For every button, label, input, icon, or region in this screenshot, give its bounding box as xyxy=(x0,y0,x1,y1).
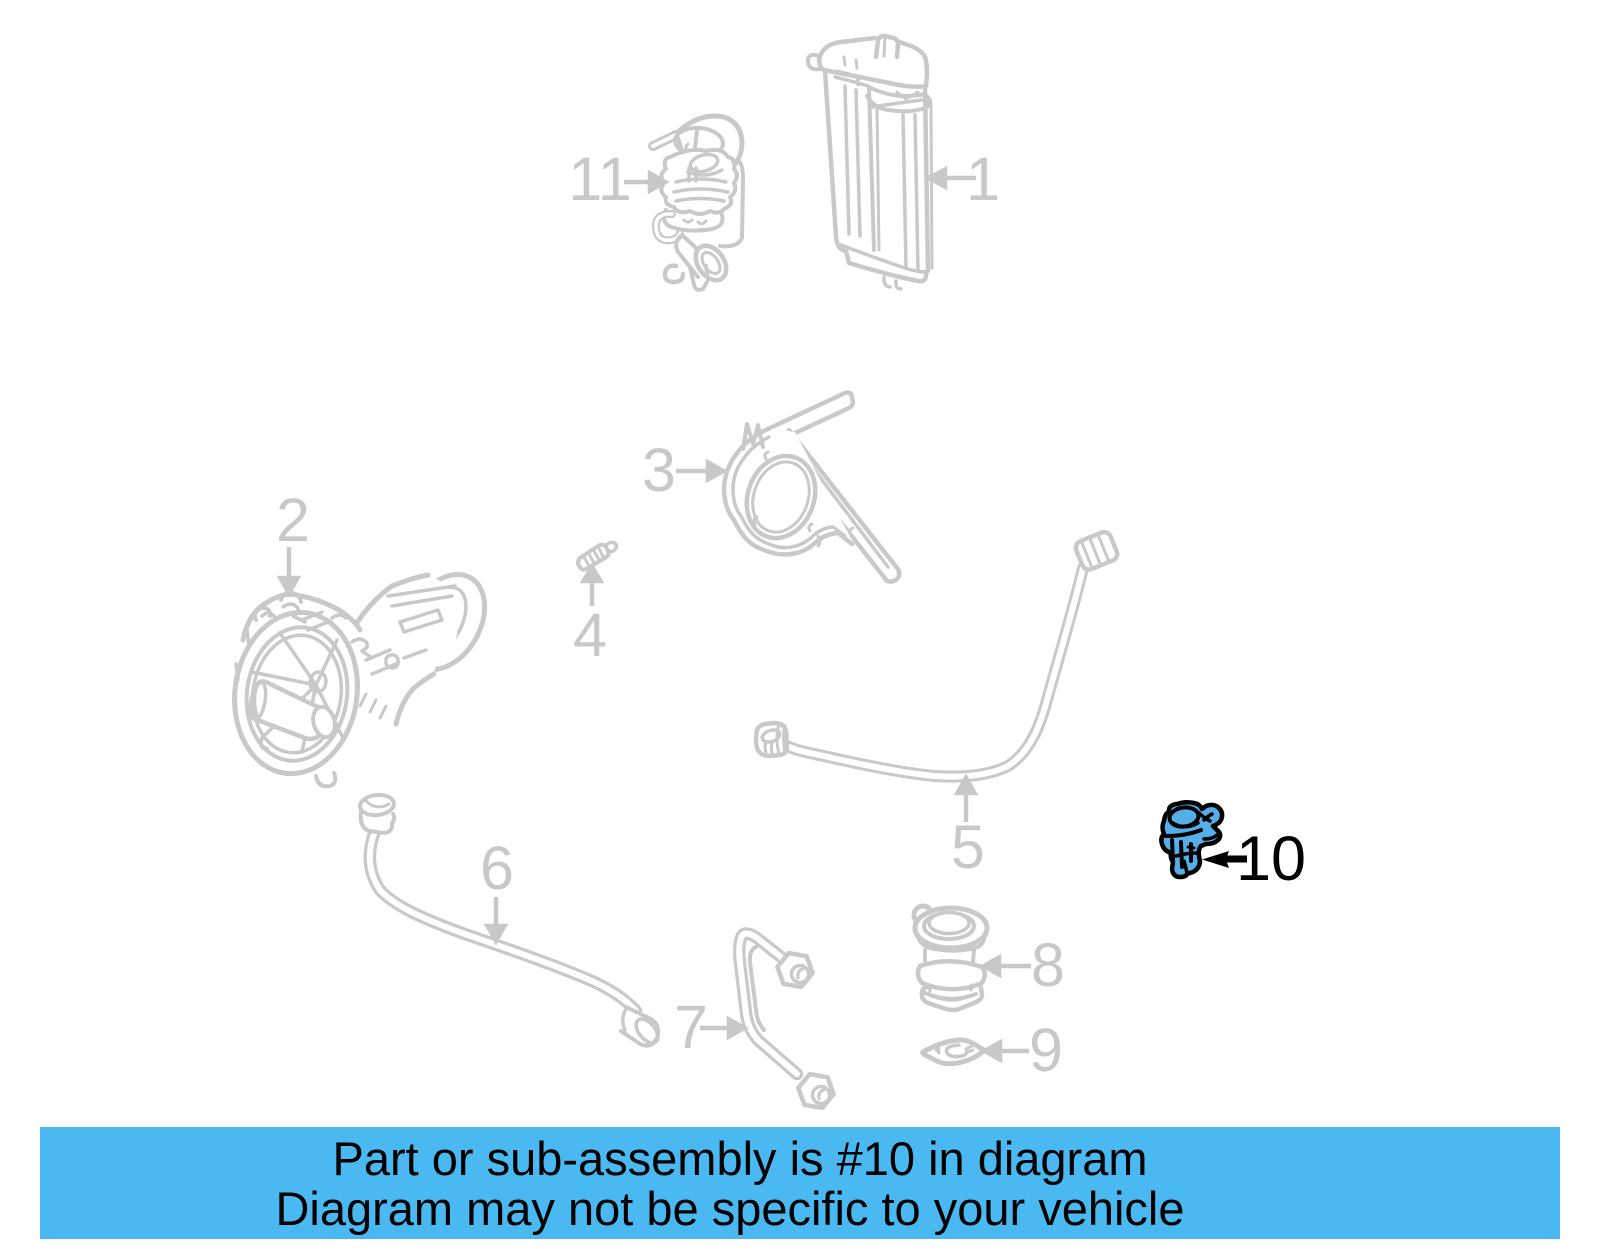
svg-text:11: 11 xyxy=(568,145,631,213)
svg-text:6: 6 xyxy=(480,834,514,902)
svg-text:4: 4 xyxy=(573,601,607,669)
svg-text:2: 2 xyxy=(276,486,310,554)
svg-text:3: 3 xyxy=(642,436,676,504)
svg-text:5: 5 xyxy=(951,813,985,881)
svg-text:Part or sub-assembly is #10 in: Part or sub-assembly is #10 in diagram xyxy=(332,1132,1147,1185)
svg-text:10: 10 xyxy=(1236,824,1306,894)
svg-text:Diagram may not be specific to: Diagram may not be specific to your vehi… xyxy=(275,1182,1184,1235)
svg-text:9: 9 xyxy=(1029,1016,1063,1084)
svg-text:1: 1 xyxy=(966,145,1000,213)
svg-text:7: 7 xyxy=(674,993,708,1061)
svg-text:8: 8 xyxy=(1031,931,1065,999)
